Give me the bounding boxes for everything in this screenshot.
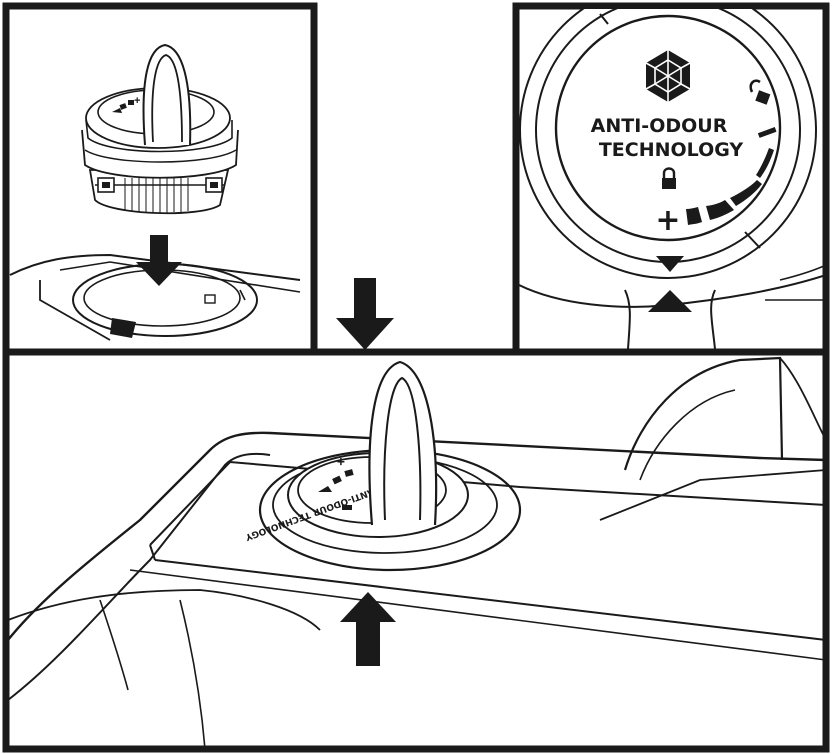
- inset-panel-right: ANTI-ODOUR TECHNOLOGY +: [512, 2, 830, 356]
- svg-text:+: +: [337, 454, 345, 470]
- main-panel: + ANTI-ODOUR TECHNOLOGY: [2, 278, 830, 753]
- svg-text:+: +: [134, 95, 140, 107]
- dial-title-line1: ANTI-ODOUR: [591, 115, 728, 137]
- arrow-up-icon: [340, 592, 396, 666]
- intensity-scale: [686, 148, 774, 225]
- minus-mark: [757, 127, 777, 138]
- hexagon-cube-logo-icon: [645, 50, 691, 102]
- inset-panel-left: +: [2, 2, 318, 356]
- dial-title-line2: TECHNOLOGY: [599, 139, 744, 161]
- plus-mark: +: [655, 203, 680, 238]
- cartridge: +: [81, 43, 239, 215]
- installed-cartridge: + ANTI-ODOUR TECHNOLOGY: [243, 360, 469, 542]
- triangle-indicator-icon: [648, 290, 692, 312]
- triangle-indicator-icon: [656, 256, 684, 272]
- lock-open-icon: [749, 79, 771, 105]
- arrow-down-icon: [336, 278, 394, 350]
- lock-closed-icon: [662, 167, 676, 189]
